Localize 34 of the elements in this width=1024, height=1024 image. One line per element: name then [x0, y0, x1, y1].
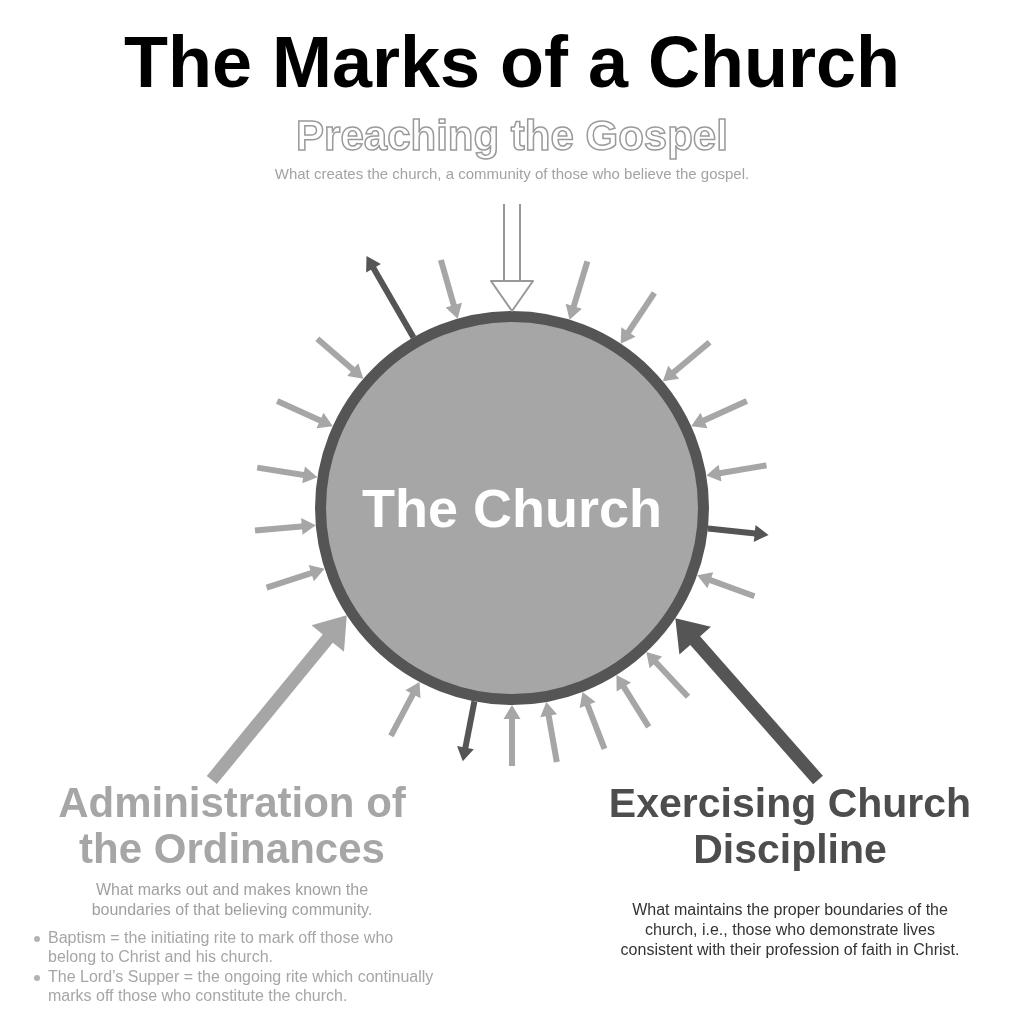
description: What marks out and makes known the boundaries of that believing community.: [90, 880, 374, 920]
arrow: [675, 618, 823, 785]
arrow: [256, 464, 318, 484]
arrow: [457, 700, 478, 762]
arrow: [565, 260, 591, 320]
arrow: [707, 525, 769, 542]
arrow: [254, 517, 316, 535]
arrow: [388, 681, 421, 738]
arrow: [366, 256, 417, 339]
circle-label: The Church: [362, 477, 662, 539]
description: What creates the church, a community of those who believe the gospel.: [274, 164, 750, 184]
title: The Marks of a Church: [123, 22, 901, 102]
arrow: [438, 259, 462, 319]
heading: Administration of the Ordinances: [57, 780, 407, 872]
arrow: [616, 675, 652, 729]
description: What maintains the proper boundaries of the church, i.e., those who demonstrate lives consistent with their profession of faith in Christ.: [619, 900, 961, 960]
arrow: [503, 705, 521, 766]
bullet-text: Baptism = the initiating rite to mark off those who belong to Christ and his church.: [48, 928, 395, 966]
arrow: [265, 565, 325, 591]
bullet-text: The Lord’s Supper = the ongoing rite which continually marks off those who constitute the church.: [48, 967, 434, 1005]
arrow: [315, 336, 364, 379]
arrow: [662, 339, 712, 382]
arrow: [540, 702, 560, 763]
heading: Preaching the Gospel: [296, 112, 728, 160]
arrow: [490, 204, 534, 312]
arrow: [206, 615, 347, 785]
arrow: [691, 398, 749, 429]
heading: Exercising Church Discipline: [607, 780, 973, 872]
arrow: [620, 291, 657, 344]
arrow: [697, 572, 756, 599]
arrow: [579, 691, 608, 750]
arrow: [706, 462, 767, 482]
arrow: [646, 652, 691, 699]
arrow: [275, 398, 333, 429]
